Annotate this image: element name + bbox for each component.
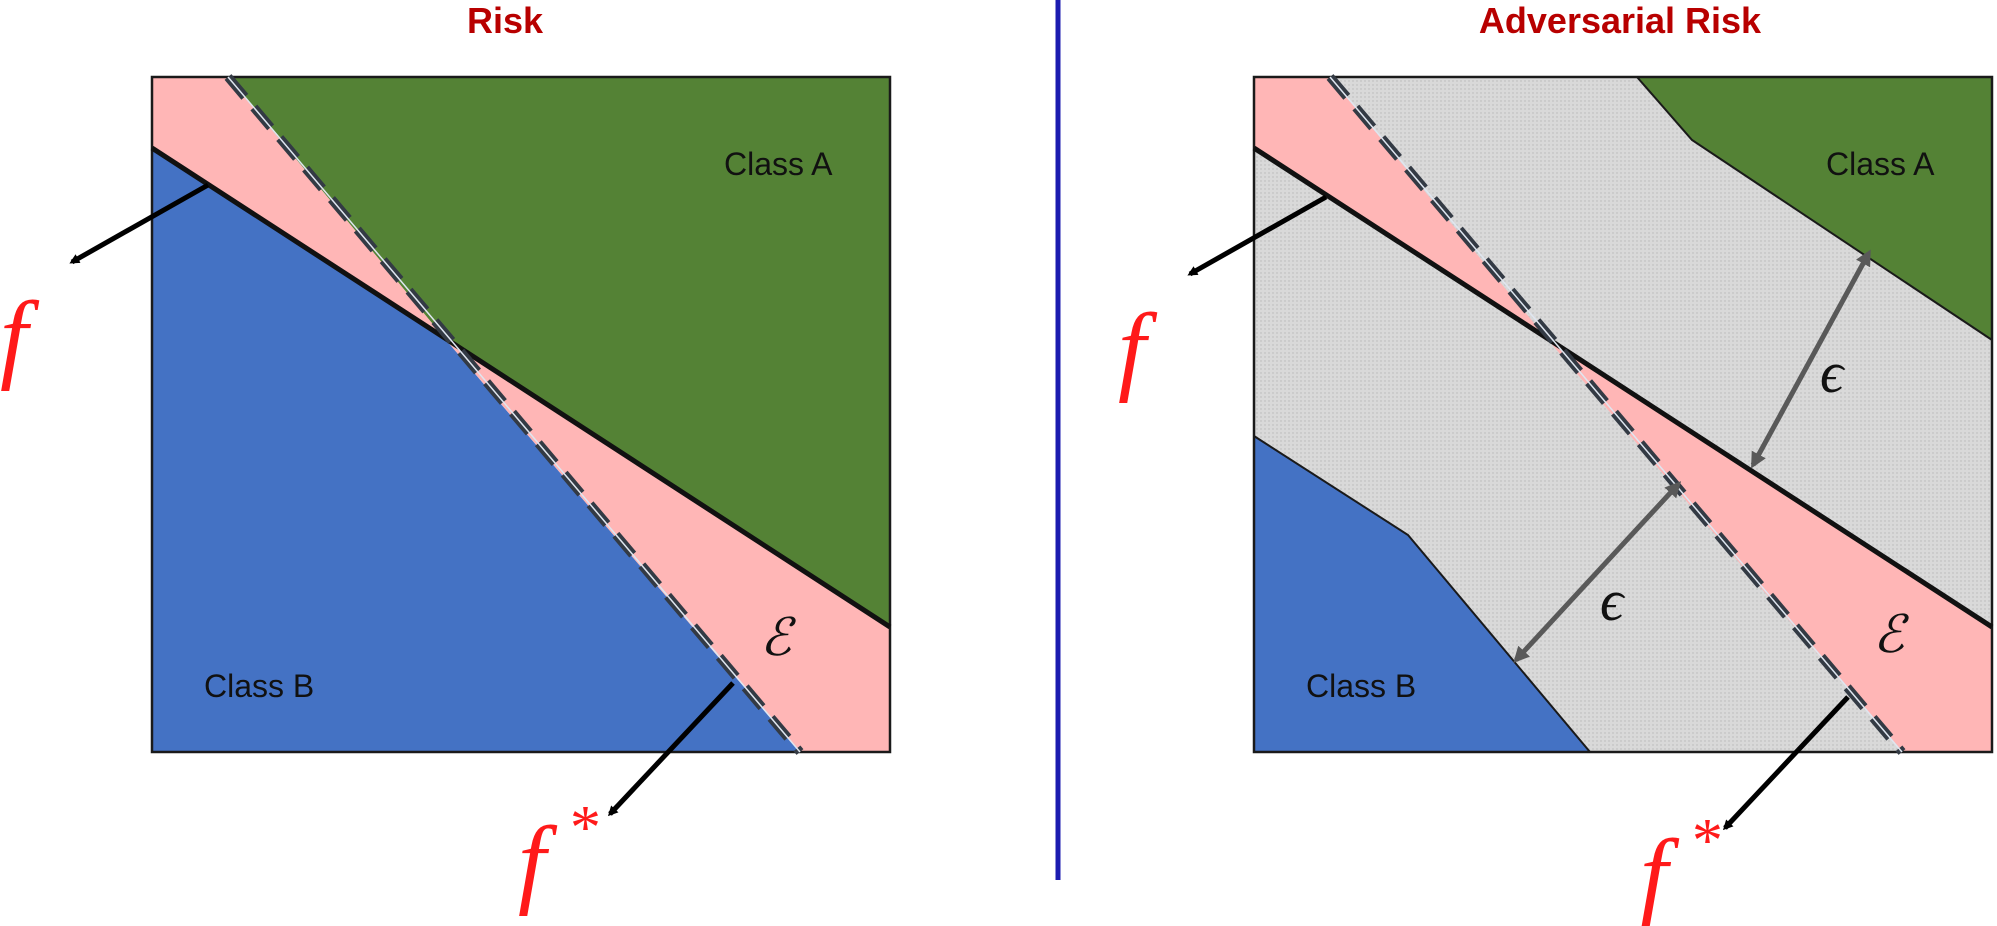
- classifier-pointer-arrow-icon: [69, 182, 210, 265]
- optimal-star-label: *: [1689, 807, 1720, 875]
- error-region-label: ℰ: [1873, 607, 1909, 664]
- adversarial-panel-frame: [1252, 75, 1994, 754]
- class-a-region: [1637, 77, 1992, 340]
- error-region-label: ℰ: [760, 610, 796, 667]
- left-panel-title: Risk: [466, 0, 544, 41]
- right-panel-title: Adversarial Risk: [1478, 0, 1762, 41]
- optimal-boundary-core: [1329, 76, 1903, 753]
- optimal-pointer-arrow-icon: [1722, 695, 1850, 831]
- perturbation-upper-label: ϵ: [1820, 340, 1846, 405]
- perturbation-upper-double-arrow-icon: [1750, 249, 1871, 469]
- class-b-label: Class B: [204, 668, 314, 704]
- classifier-boundary-line: [150, 145, 892, 630]
- error-region-bottom: [446, 340, 890, 752]
- classifier-label: f: [1118, 293, 1158, 404]
- error-region-top: [152, 77, 446, 340]
- class-a-label: Class A: [1826, 146, 1935, 182]
- optimal-classifier-label: f: [1640, 819, 1680, 926]
- class-b-region: [152, 148, 446, 752]
- adversarial-risk-panel: ϵ ϵ Class A Class B ℰ f f *: [1118, 74, 1994, 926]
- optimal-boundary-core: [227, 76, 801, 753]
- class-a-region: [228, 77, 890, 627]
- class-a-label: Class A: [724, 146, 833, 182]
- class-b-label: Class B: [1306, 668, 1416, 704]
- optimal-classifier-label: f: [518, 806, 558, 917]
- optimal-pointer-arrow-icon: [607, 681, 735, 817]
- error-region-top: [1254, 77, 1548, 340]
- classifier-boundary-line: [1252, 145, 1994, 630]
- classifier-pointer-arrow-icon: [1187, 194, 1328, 277]
- optimal-star-label: *: [567, 794, 598, 862]
- classifier-label: f: [0, 281, 40, 392]
- risk-panel-frame: [150, 75, 892, 754]
- class-a-region-edge: [1636, 76, 1993, 341]
- risk-panel: Class A Class B ℰ f f *: [0, 74, 892, 917]
- class-b-region: [1254, 436, 1590, 752]
- perturbation-lower-double-arrow-icon: [1513, 481, 1682, 663]
- class-b-region-edge: [1253, 435, 1591, 753]
- error-region-bottom: [1548, 340, 1992, 752]
- perturbation-lower-label: ϵ: [1600, 568, 1626, 633]
